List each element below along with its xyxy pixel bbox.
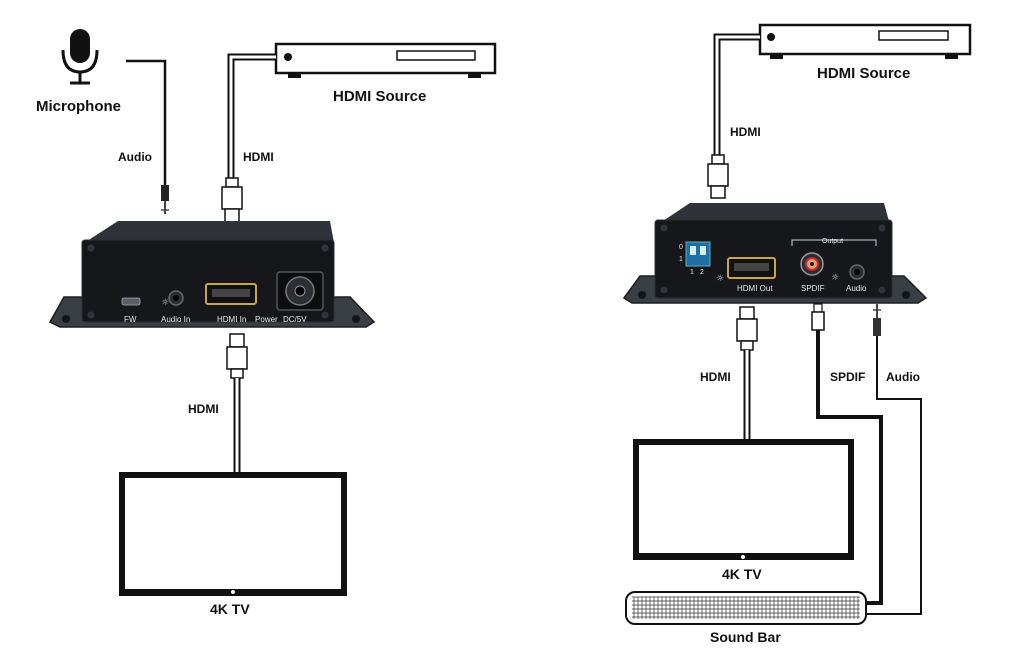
hdmi-plug-top-right [707,154,729,199]
hdmi-cable-label-bottom: HDMI [188,402,219,416]
audio-extractor-device: ☼ ☼ [622,203,928,304]
audio-plug-right [873,304,881,336]
hdmi-plug-top [221,177,243,223]
soundbar [625,591,867,625]
port-spdif: SPDIF [801,284,825,293]
microphone-icon [61,29,99,85]
spdif-cable [816,330,883,605]
hdmi-plug-bottom [226,333,248,379]
audio-cable-right [866,336,922,615]
audio-embedder-device: ☼ [48,221,376,328]
hdmi-source-device [274,42,497,78]
tv-left [119,472,347,596]
svg-text:☼: ☼ [716,274,724,284]
dip-label-1: 1 [679,256,683,263]
soundbar-label: Sound Bar [710,629,781,645]
audio-cable [126,59,167,185]
port-fw: FW [124,315,137,324]
tv-right [633,439,854,560]
dip-label-0: 0 [679,244,683,251]
dip-label-switch-1: 1 [690,269,694,276]
microphone-label: Microphone [36,98,121,115]
hdmi-plug-bottom-right [736,306,758,351]
hdmi-cable-label-top: HDMI [243,150,274,164]
svg-text:☼: ☼ [161,298,169,308]
tv-label-left: 4K TV [210,601,250,617]
hdmi-source-label: HDMI Source [333,88,426,105]
spdif-cable-label: SPDIF [830,370,865,384]
audio-cable-label: Audio [118,150,152,164]
hdmi-cable-label-top-right: HDMI [730,125,761,139]
svg-text:☼: ☼ [831,273,839,283]
hdmi-source-device-right [758,23,972,59]
port-dc-5v: DC/5V [283,315,307,324]
port-hdmi-in: HDMI In [217,315,246,324]
tv-label-right: 4K TV [722,566,762,582]
audio-plug [161,185,169,201]
port-audio: Audio [846,284,867,293]
hdmi-source-label-right: HDMI Source [817,65,910,82]
dip-label-switch-2: 2 [700,269,704,276]
port-hdmi-out: HDMI Out [737,284,773,293]
output-group-label: Output [822,238,843,245]
audio-cable-label-right: Audio [886,370,920,384]
spdif-plug [811,303,825,331]
port-audio-in: Audio In [161,315,190,324]
port-power: Power [255,315,278,324]
hdmi-cable-label-bottom-right: HDMI [700,370,731,384]
